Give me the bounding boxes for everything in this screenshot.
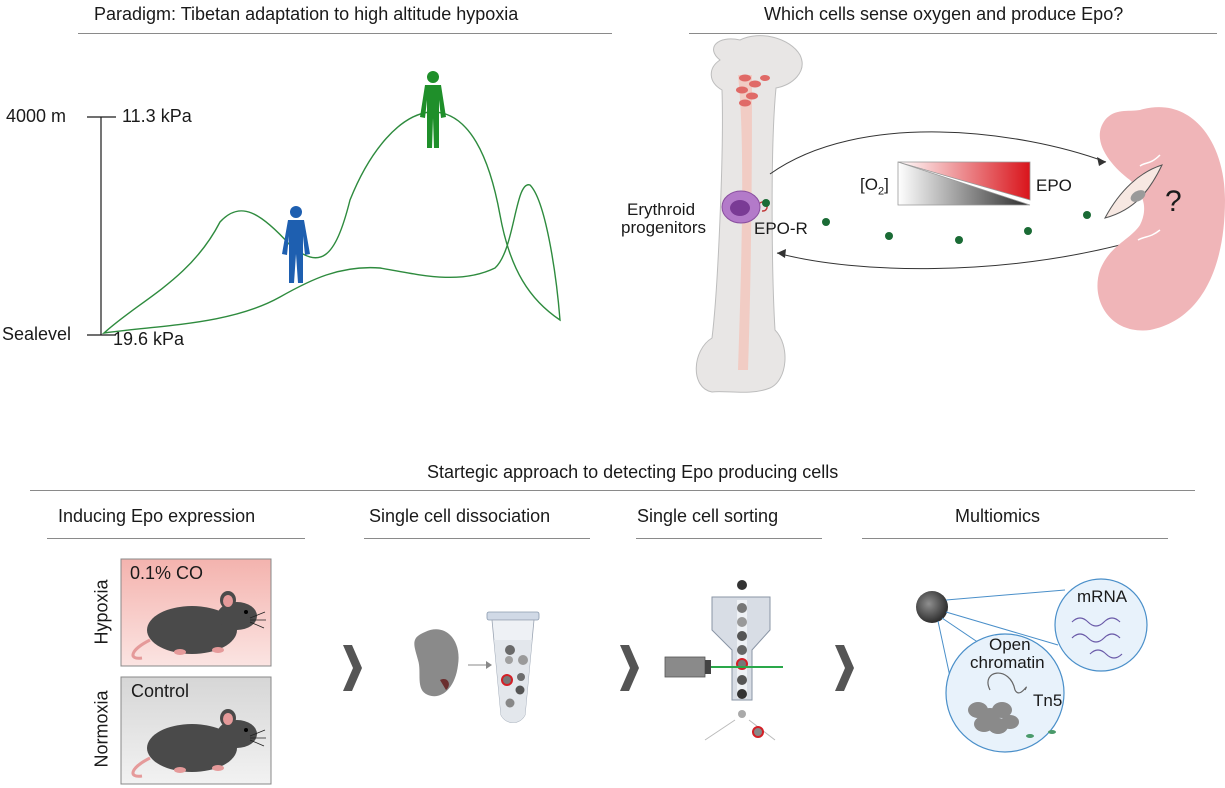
step-dissociation-title: Single cell dissociation xyxy=(369,506,551,526)
normoxia-condition-label: Control xyxy=(131,681,190,701)
chevron-right-icon xyxy=(835,645,854,691)
step-inducing-title: Inducing Epo expression xyxy=(58,506,256,526)
multiomics-tn5-label: Tn5 xyxy=(1033,691,1063,710)
altitude-panel-title: Paradigm: Tibetan adaptation to high alt… xyxy=(94,4,519,24)
mouse-hypoxia-icon xyxy=(131,591,266,660)
tube-icon xyxy=(486,611,540,723)
oxygen-panel-title: Which cells sense oxygen and produce Epo… xyxy=(764,4,1124,24)
pressure-bottom-label: 19.6 kPa xyxy=(113,329,185,349)
epo-label: EPO xyxy=(1036,176,1072,195)
step-sorting-rule xyxy=(636,538,822,539)
chevron-right-icon xyxy=(343,645,362,691)
epo-molecule-dots xyxy=(762,199,1125,244)
hypoxia-condition-label: 0.1% CO xyxy=(130,563,204,583)
erythroid-progenitor-cell-icon xyxy=(721,190,768,224)
kidney-small-icon xyxy=(414,629,459,697)
chevron-right-icon xyxy=(620,645,639,691)
kidney-icon xyxy=(1097,107,1225,331)
step-dissociation-rule xyxy=(364,538,590,539)
approach-title: Startegic approach to detecting Epo prod… xyxy=(427,462,839,482)
altitude-title-rule xyxy=(78,33,612,34)
altitude-bottom-label: Sealevel xyxy=(2,324,72,344)
pressure-top-label: 11.3 kPa xyxy=(122,106,192,126)
hypoxia-label: Hypoxia xyxy=(91,579,112,645)
question-mark: ? xyxy=(1165,185,1182,218)
cell-sorter-icon xyxy=(664,580,783,741)
oxygen-label: [O2] xyxy=(860,175,889,198)
step-multiomics-rule xyxy=(862,538,1168,539)
step-sorting-title: Single cell sorting xyxy=(637,506,779,526)
oxygen-gradient-wedge xyxy=(897,161,1031,206)
approach-title-rule xyxy=(30,490,1195,491)
mountain-outline xyxy=(101,111,561,335)
multiomics-open-label-2: chromatin xyxy=(970,653,1045,672)
step-inducing-rule xyxy=(47,538,305,539)
multiomics-mrna-label: mRNA xyxy=(1077,587,1128,606)
step-multiomics-title: Multiomics xyxy=(955,506,1041,526)
person-high-altitude-icon xyxy=(420,71,446,148)
oxygen-title-rule xyxy=(689,33,1217,34)
person-low-altitude-icon xyxy=(282,206,310,283)
altitude-top-label: 4000 m xyxy=(6,106,67,126)
progenitor-label-line2: progenitors xyxy=(621,218,707,237)
progenitor-label-line1: Erythroid xyxy=(627,200,696,219)
mouse-normoxia-icon xyxy=(131,709,266,778)
multiomics-icon xyxy=(916,578,1148,753)
normoxia-label: Normoxia xyxy=(91,690,112,768)
epo-receptor-label: EPO-R xyxy=(754,219,808,238)
multiomics-open-label-1: Open xyxy=(989,635,1031,654)
epo-gradient-wedge xyxy=(897,161,1031,201)
